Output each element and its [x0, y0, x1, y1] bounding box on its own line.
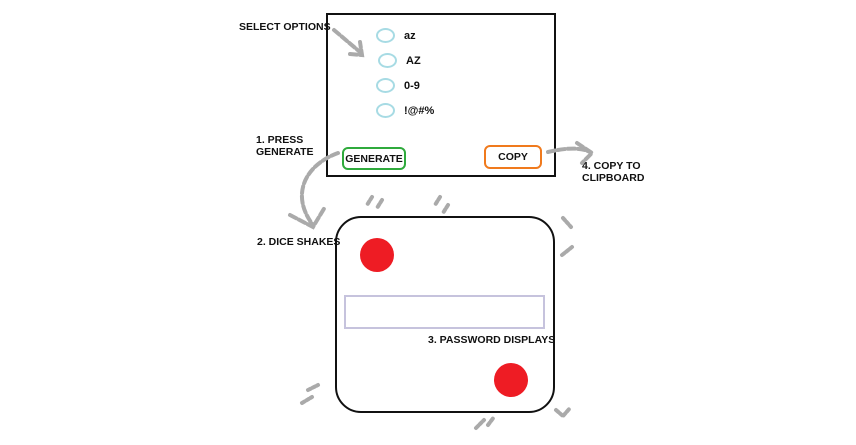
option-digits-label: 0-9	[404, 79, 420, 92]
dice-pip-top-left	[360, 238, 394, 272]
shake-mark-1b	[375, 198, 384, 210]
radio-symbols[interactable]	[376, 103, 395, 118]
shake-mark-6	[554, 406, 572, 419]
shake-mark-1a	[365, 195, 374, 207]
password-display	[344, 295, 545, 329]
copy-arrowhead	[575, 141, 596, 165]
copy-button[interactable]: COPY	[484, 145, 542, 169]
step1-press-generate-label: 1. PRESS GENERATE	[256, 134, 314, 158]
select-options-label: SELECT OPTIONS	[239, 21, 331, 33]
dice	[335, 216, 555, 413]
step3-password-displays-label: 3. PASSWORD DISPLAYS	[428, 334, 556, 346]
press-generate-arrowhead	[288, 205, 327, 230]
option-uppercase-label: AZ	[406, 54, 421, 67]
radio-digits[interactable]	[376, 78, 395, 93]
step4-copy-to-clipboard-label: 4. COPY TO CLIPBOARD	[582, 160, 645, 184]
option-symbols-label: !@#%	[404, 104, 435, 117]
select-options-arrow	[332, 28, 362, 54]
dice-pip-bottom-right	[494, 363, 528, 397]
generate-button[interactable]: GENERATE	[342, 147, 406, 170]
shake-mark-4b	[306, 383, 320, 392]
shake-mark-3b	[560, 245, 574, 257]
press-generate-arrow	[300, 151, 340, 227]
option-lowercase-label: az	[404, 29, 416, 42]
shake-mark-2a	[433, 195, 442, 207]
shake-mark-5b	[486, 415, 496, 427]
radio-uppercase[interactable]	[378, 53, 397, 68]
shake-mark-2b	[441, 203, 450, 215]
step2-dice-shakes-label: 2. DICE SHAKES	[257, 236, 341, 248]
shake-mark-5a	[474, 418, 486, 430]
option-digits[interactable]: 0-9	[376, 78, 420, 93]
options-panel	[326, 13, 556, 177]
option-lowercase[interactable]: az	[376, 28, 416, 43]
option-symbols[interactable]: !@#%	[376, 103, 434, 118]
shake-mark-3a	[561, 216, 573, 229]
radio-lowercase[interactable]	[376, 28, 395, 43]
shake-mark-4a	[300, 395, 314, 405]
select-options-arrowhead	[348, 40, 365, 58]
option-uppercase[interactable]: AZ	[378, 53, 421, 68]
